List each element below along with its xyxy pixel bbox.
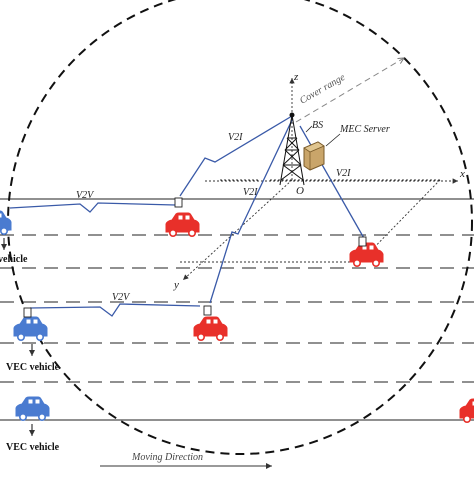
blue-car-icon [0,210,12,235]
vec-vehicle-label: VEC vehicle [6,442,60,453]
v2i-link-top [179,115,293,197]
vehicle-antenna-icon [23,307,32,318]
mec-server-label: MEC Server [339,124,390,135]
v2i-link-middle [209,119,293,304]
cover-range-arrow [295,58,404,123]
red-car-icon [349,242,384,268]
parallelogram-right [359,179,441,263]
v2i-link-right [299,125,366,241]
v2v-label-top: V2V [76,190,95,201]
v2i-label-top: V2I [228,132,243,143]
vehicle-antenna-icon [358,236,367,247]
y-axis [182,179,293,281]
mec-server-icon [303,141,325,171]
v2i-label-middle: V2I [243,187,258,198]
vec-vehicle-label: VEC vehicle [6,362,60,373]
blue-car-icon [13,316,48,342]
v2v-link-bottom [29,303,201,317]
bs-label: BS [312,120,323,131]
z-axis-label: z [293,71,299,83]
road-lines [0,198,474,421]
red-car-icon [459,398,474,424]
origin-label: O [296,185,304,197]
vehicle-antenna-icon [174,197,183,208]
communication-links [9,115,366,317]
coordinate-axes [180,78,458,281]
cover-range-label: Cover range [298,72,348,107]
moving-direction-label: Moving Direction [131,452,203,463]
red-car-icon [165,212,200,237]
v2v-label-bottom: V2V [112,292,131,303]
vehicle-antenna-icon [203,305,212,316]
red-car-icon [193,316,228,342]
base-station-tower-icon [279,112,305,186]
x-axis-label: x [459,168,465,180]
y-axis-label: y [173,279,179,291]
vehicle-label-partial: vehicle [0,254,28,265]
coverage-circle [7,0,473,455]
v2i-label-right: V2I [336,168,351,179]
blue-car-icon [15,396,50,422]
v2v-link-top [9,202,176,213]
